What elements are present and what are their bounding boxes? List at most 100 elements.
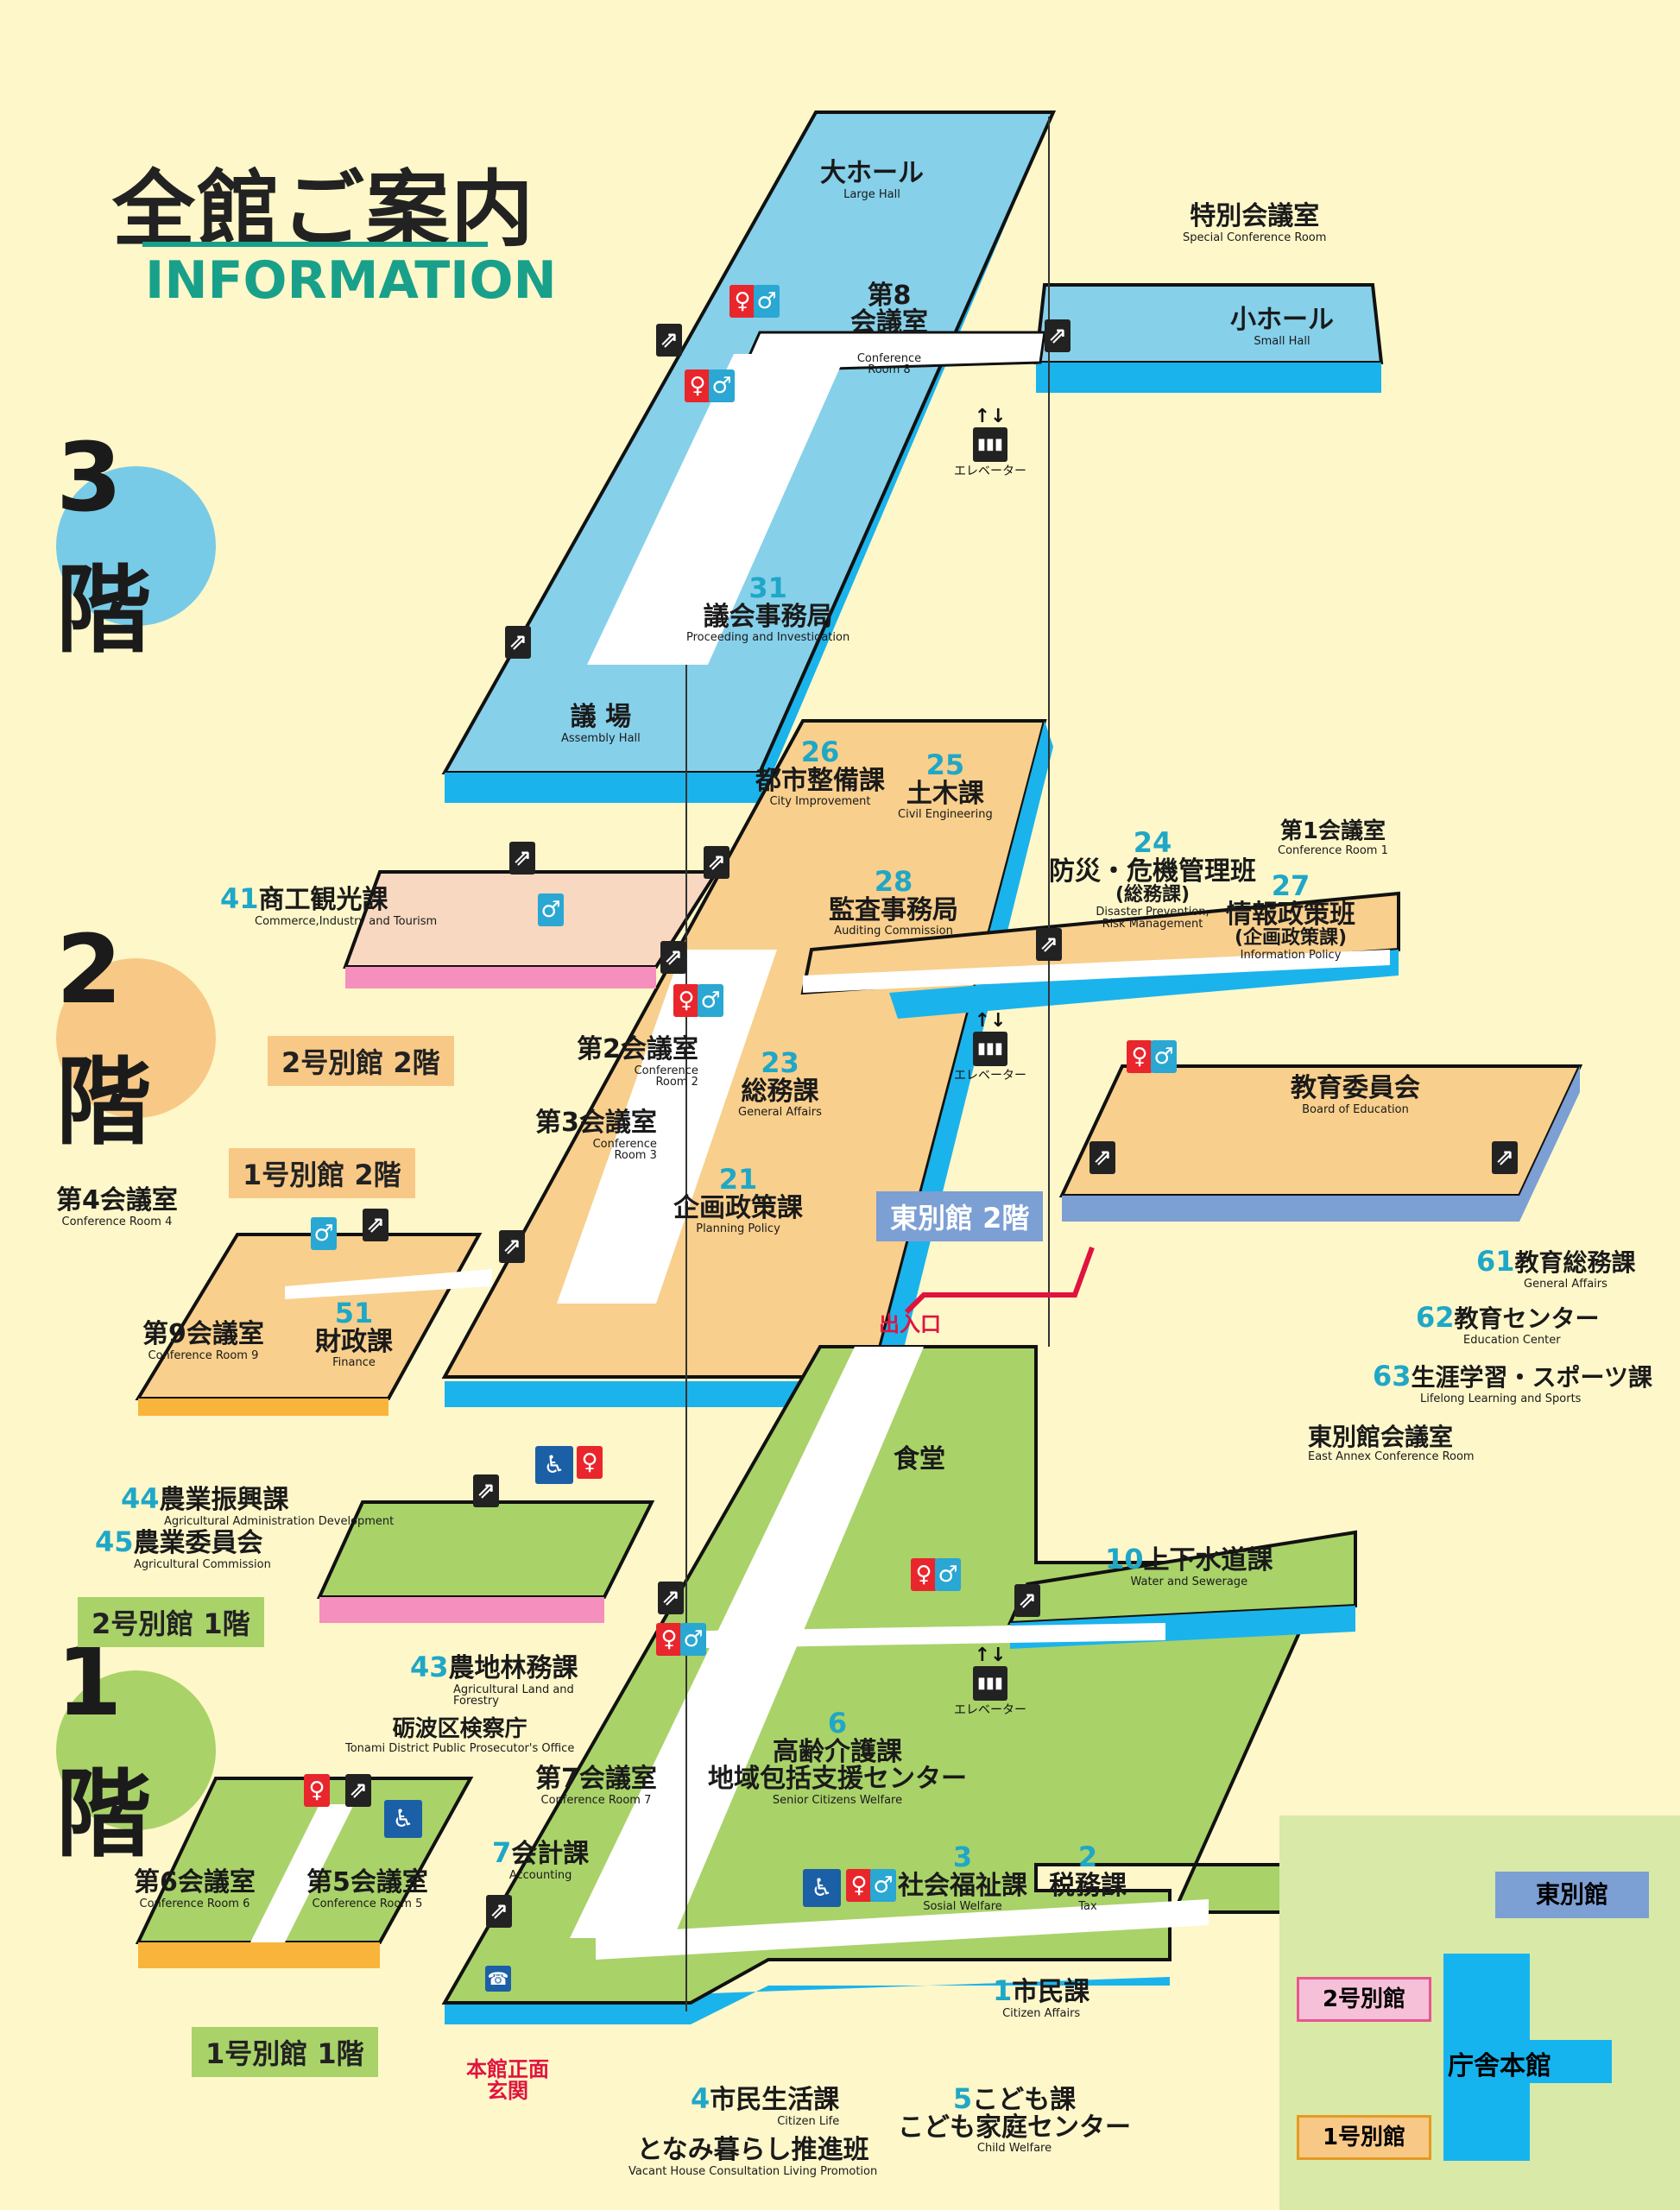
entrance-arrow xyxy=(904,1246,1095,1315)
room-special-conf[interactable]: 特別会議室 Special Conference Room xyxy=(1183,201,1327,244)
room-finance[interactable]: 51 財政課 Finance xyxy=(315,1297,393,1370)
male-restroom-icon: ♂ xyxy=(698,984,723,1017)
tag-annex1-1f: 1号別館 1階 xyxy=(192,2027,378,2077)
room-conf5[interactable]: 第5会議室 Conference Room 5 xyxy=(306,1867,428,1910)
room-agri-comm[interactable]: 45農業委員会 Agricultural Commission xyxy=(95,1525,271,1571)
elevator-icon: ▮▮▮ xyxy=(973,1666,1007,1701)
female-restroom-icon: ♀ xyxy=(656,1623,682,1656)
stairs-icon: ⇗ xyxy=(505,626,531,659)
tag-annex2-1f: 2号別館 1階 xyxy=(78,1597,264,1647)
elevator-3f[interactable]: ↑↓ ▮▮▮ エレベーター xyxy=(954,406,1026,479)
room-large-hall[interactable]: 大ホール Large Hall xyxy=(820,158,924,201)
elevator-icon: ▮▮▮ xyxy=(973,1032,1007,1066)
male-restroom-icon: ♂ xyxy=(680,1623,706,1656)
building-legend: 東別館 2号別館 庁舎本館 1号別館 xyxy=(1279,1815,1680,2210)
room-disaster[interactable]: 24 防災・危機管理班 (総務課) Disaster Prevention, R… xyxy=(1049,826,1256,931)
room-accounting[interactable]: 7会計課 Accounting xyxy=(492,1836,590,1882)
stairs-icon: ⇗ xyxy=(704,846,729,879)
room-social[interactable]: 3 社会福祉課 Sosial Welfare xyxy=(898,1841,1027,1914)
room-tax[interactable]: 2 税務課 Tax xyxy=(1049,1841,1127,1914)
floor-badge-2f-label: 2階 xyxy=(56,913,151,1158)
elevator-label: エレベーター xyxy=(954,1703,1026,1717)
floor1-building xyxy=(135,1345,1357,2024)
room-conf9[interactable]: 第9会議室 Conference Room 9 xyxy=(142,1319,264,1362)
room-prosecutor[interactable]: 砺波区検察庁 Tonami District Public Prosecutor… xyxy=(345,1716,575,1756)
floor-badge-2f: 2階 xyxy=(56,914,216,1158)
tag-annex2-2f: 2号別館 2階 xyxy=(268,1036,454,1086)
female-restroom-icon: ♀ xyxy=(1127,1040,1153,1073)
room-agri-dev[interactable]: 44農業振興課 Agricultural Administration Deve… xyxy=(121,1482,395,1528)
legend-east-annex: 東別館 xyxy=(1495,1872,1649,1918)
room-east-conf[interactable]: 東別館会議室 East Annex Conference Room xyxy=(1308,1423,1475,1464)
legend-annex2: 2号別館 xyxy=(1297,1977,1431,2022)
tag-annex1-2f: 1号別館 2階 xyxy=(229,1148,415,1198)
room-water[interactable]: 10上下水道課 Water and Sewerage xyxy=(1105,1543,1273,1588)
male-restroom-icon: ♂ xyxy=(1151,1040,1177,1073)
room-general-affairs[interactable]: 23 総務課 General Affairs xyxy=(738,1046,822,1120)
room-civil[interactable]: 25 土木課 Civil Engineering xyxy=(898,748,993,822)
elevator-1f[interactable]: ↑↓ ▮▮▮ エレベーター xyxy=(954,1645,1026,1718)
room-conf3[interactable]: 第3会議室 Conference Room 3 xyxy=(535,1108,657,1163)
floor-badge-3f-label: 3階 xyxy=(56,421,151,666)
updown-arrow-icon: ↑↓ xyxy=(974,1645,1007,1666)
room-citizen-affairs[interactable]: 1市民課 Citizen Affairs xyxy=(993,1974,1090,2020)
female-restroom-icon: ♀ xyxy=(685,369,711,402)
male-restroom-icon: ♂ xyxy=(311,1217,337,1250)
title-divider xyxy=(142,242,488,247)
male-restroom-icon: ♂ xyxy=(870,1869,896,1902)
room-conf8[interactable]: 第8 会議室 Conference Room 8 xyxy=(850,280,928,377)
stairs-icon: ⇗ xyxy=(658,1582,684,1614)
stairs-icon: ⇗ xyxy=(660,941,686,974)
female-restroom-icon: ♀ xyxy=(911,1558,937,1591)
room-conf4[interactable]: 第4会議室 Conference Room 4 xyxy=(56,1185,178,1228)
stairs-icon: ⇗ xyxy=(345,1774,371,1807)
floor-badge-1f-label: 1階 xyxy=(56,1626,151,1870)
room-agri-land[interactable]: 43農地林務課 Agricultural Land and Forestry xyxy=(410,1651,578,1708)
room-lifelong[interactable]: 63生涯学習・スポーツ課 Lifelong Learning and Sport… xyxy=(1373,1360,1652,1405)
room-conf2[interactable]: 第2会議室 Conference Room 2 xyxy=(577,1034,698,1089)
room-auditing[interactable]: 28 監査事務局 Auditing Commission xyxy=(829,865,958,938)
legend-main-building-shape xyxy=(1482,2040,1612,2083)
stairs-icon: ⇗ xyxy=(363,1209,388,1241)
accessible-toilet-icon: ♿ xyxy=(384,1800,422,1838)
phone-icon: ☎ xyxy=(485,1966,511,1992)
room-commerce[interactable]: 41商工観光課 Commerce,Industry and Tourism xyxy=(220,882,438,928)
male-restroom-icon: ♂ xyxy=(754,285,780,318)
stairs-icon: ⇗ xyxy=(1036,928,1062,961)
room-proceeding[interactable]: 31 議会事務局 Proceeding and Investigation xyxy=(686,571,850,645)
room-conf6[interactable]: 第6会議室 Conference Room 6 xyxy=(134,1867,256,1910)
female-restroom-icon: ♀ xyxy=(304,1774,330,1807)
room-planning[interactable]: 21 企画政策課 Planning Policy xyxy=(673,1163,803,1236)
room-edu-center[interactable]: 62教育センター Education Center xyxy=(1416,1301,1600,1347)
accessible-toilet-icon: ♿ xyxy=(803,1869,841,1907)
page-subtitle: INFORMATION xyxy=(145,250,557,311)
elevator-label: エレベーター xyxy=(954,464,1026,478)
stairs-icon: ⇗ xyxy=(1014,1584,1040,1617)
room-edu-general[interactable]: 61教育総務課 General Affairs xyxy=(1476,1245,1636,1291)
room-city-improvement[interactable]: 26 都市整備課 City Improvement xyxy=(755,736,885,809)
updown-arrow-icon: ↑↓ xyxy=(974,406,1007,427)
room-assembly-hall[interactable]: 議 場 Assembly Hall xyxy=(561,702,641,745)
female-restroom-icon: ♀ xyxy=(577,1446,603,1479)
stairs-icon: ⇗ xyxy=(656,324,682,357)
male-restroom-icon: ♂ xyxy=(709,369,735,402)
female-restroom-icon: ♀ xyxy=(673,984,699,1017)
room-board-education[interactable]: 教育委員会 Board of Education xyxy=(1291,1073,1420,1116)
legend-main-building: 庁舎本館 xyxy=(1448,2051,1551,2081)
room-cafeteria[interactable]: 食堂 xyxy=(894,1444,945,1474)
stairs-icon: ⇗ xyxy=(1045,319,1071,352)
female-restroom-icon: ♀ xyxy=(729,285,755,318)
room-small-hall[interactable]: 小ホール Small Hall xyxy=(1230,305,1334,348)
room-info-policy[interactable]: 27 情報政策班 (企画政策課) Information Policy xyxy=(1226,869,1355,963)
floor3-building xyxy=(441,110,1384,803)
room-conf7[interactable]: 第7会議室 Conference Room 7 xyxy=(535,1764,657,1807)
room-senior[interactable]: 6 高齢介護課 地域包括支援センター Senior Citizens Welfa… xyxy=(708,1707,967,1807)
room-citizen-life[interactable]: 4市民生活課 Citizen Life xyxy=(691,2082,840,2128)
room-conf1[interactable]: 第1会議室 Conference Room 1 xyxy=(1278,818,1388,858)
room-child[interactable]: 5こども課 こども家庭センター Child Welfare xyxy=(898,2082,1131,2156)
elevator-2f[interactable]: ↑↓ ▮▮▮ エレベーター xyxy=(954,1010,1026,1083)
floor-badge-1f: 1階 xyxy=(56,1626,216,1870)
tag-east-2f: 東別館 2階 xyxy=(876,1191,1044,1241)
accessible-toilet-icon: ♿ xyxy=(535,1446,573,1484)
room-vacant-house[interactable]: となみ暮らし推進班 Vacant House Consultation Livi… xyxy=(628,2135,878,2178)
